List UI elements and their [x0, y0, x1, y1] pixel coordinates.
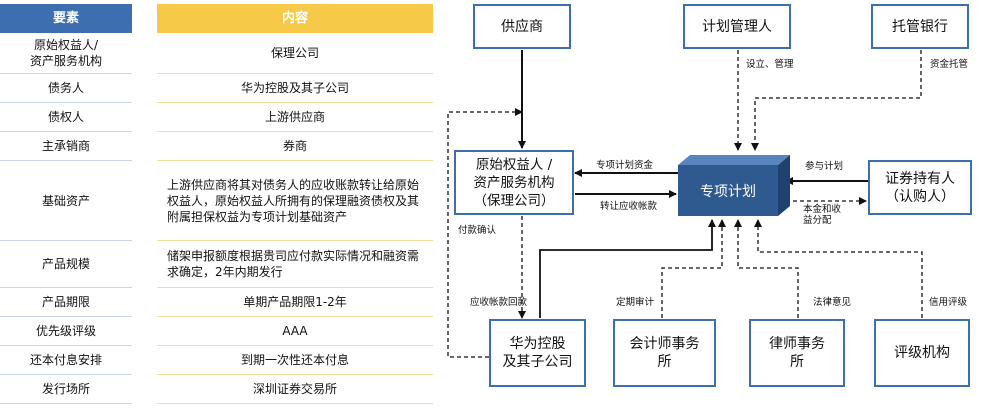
- row-value: 储架申报额度根据贵司应付款实际情况和融资需求确定，2年内期发行: [157, 241, 433, 288]
- arrow-audit: [661, 219, 726, 318]
- row-value: 上游供应商将其对债务人的应收账款转让给原始权益人，原始权益人所拥有的保理融资债权…: [157, 161, 433, 241]
- row-key: 主承销商: [0, 132, 132, 161]
- row-key: 发行场所: [0, 375, 132, 404]
- row-value: 深圳证券交易所: [157, 375, 433, 404]
- node-accounting-firm: 会计师事务 所: [613, 319, 716, 387]
- label-subscribe: 参与计划: [805, 161, 844, 172]
- row-key: 优先级评级: [0, 317, 132, 346]
- diagram-connectors: [447, 50, 923, 358]
- node-huawei: 华为控股 及其子公司: [489, 319, 586, 387]
- row-key: 债务人: [0, 74, 132, 103]
- special-plan-block-front: [678, 165, 778, 216]
- row-key: 产品期限: [0, 288, 132, 317]
- row-value: 单期产品期限1-2年: [157, 288, 433, 317]
- node-plan-manager: 计划管理人: [683, 4, 791, 49]
- special-plan-block-side: [778, 155, 790, 216]
- label-receivable-repay: 应收帐款回款: [470, 297, 528, 308]
- node-custodian: 托管银行: [871, 4, 969, 49]
- label-payment-confirm: 付款确认: [458, 225, 497, 236]
- label-principal-income: 本金和收 益分配: [803, 204, 842, 226]
- label-fund-custody: 资金托管: [930, 59, 969, 70]
- arrow-receivable-repay: [539, 219, 716, 318]
- table-row: 优先级评级 AAA: [0, 317, 433, 346]
- row-value: 到期一次性还本付息: [157, 346, 433, 375]
- node-law-firm: 律师事务 所: [749, 319, 845, 387]
- node-rating-agency: 评级机构: [874, 319, 970, 387]
- arrow-credit-rating: [754, 219, 923, 318]
- arrow-huawei-to-supplier: [447, 108, 523, 358]
- row-value: 保理公司: [157, 33, 433, 74]
- table-header-key: 要素: [0, 4, 132, 33]
- label-setup-manage: 设立、管理: [746, 59, 794, 70]
- node-holders: 证券持有人 （认购人）: [868, 160, 972, 215]
- arrow-custodian-to-plan: [751, 50, 922, 151]
- table-row: 还本付息安排 到期一次性还本付息: [0, 346, 433, 375]
- label-transfer-receivables: 转让应收帐款: [600, 201, 658, 212]
- row-value: 华为控股及其子公司: [157, 74, 433, 103]
- table-row: 基础资产 上游供应商将其对债务人的应收账款转让给原始权益人，原始权益人所拥有的保…: [0, 161, 433, 241]
- row-key: 还本付息安排: [0, 346, 132, 375]
- label-legal-opinion: 法律意见: [813, 297, 852, 308]
- row-key: 原始权益人/ 资产服务机构: [0, 33, 132, 74]
- structure-diagram: 供应商 计划管理人 托管银行 原始权益人 / 资产服务机构 （保理公司） 专项计…: [440, 0, 981, 410]
- special-plan-block-top: [678, 155, 790, 165]
- arrow-legal-opinion: [734, 219, 799, 318]
- table-row: 主承销商 券商: [0, 132, 433, 161]
- label-credit-rating: 信用评级: [929, 297, 968, 308]
- row-value: 上游供应商: [157, 103, 433, 132]
- row-key: 债权人: [0, 103, 132, 132]
- table-row: 发行场所 深圳证券交易所: [0, 375, 433, 404]
- table-row: 产品期限 单期产品期限1-2年: [0, 288, 433, 317]
- node-special-plan: 专项计划: [700, 184, 756, 200]
- row-key: 产品规模: [0, 241, 132, 288]
- row-value: AAA: [157, 317, 433, 346]
- table-row: 债权人 上游供应商: [0, 103, 433, 132]
- label-audit: 定期审计: [616, 297, 655, 308]
- node-supplier: 供应商: [473, 4, 571, 49]
- label-plan-funds: 专项计划资金: [596, 160, 654, 171]
- table-row: 债务人 华为控股及其子公司: [0, 74, 433, 103]
- row-key: 基础资产: [0, 161, 132, 241]
- node-originator: 原始权益人 / 资产服务机构 （保理公司）: [454, 150, 574, 215]
- table-header-value: 内容: [157, 4, 433, 33]
- row-value: 券商: [157, 132, 433, 161]
- table-row: 原始权益人/ 资产服务机构 保理公司: [0, 33, 433, 74]
- table-row: 产品规模 储架申报额度根据贵司应付款实际情况和融资需求确定，2年内期发行: [0, 241, 433, 288]
